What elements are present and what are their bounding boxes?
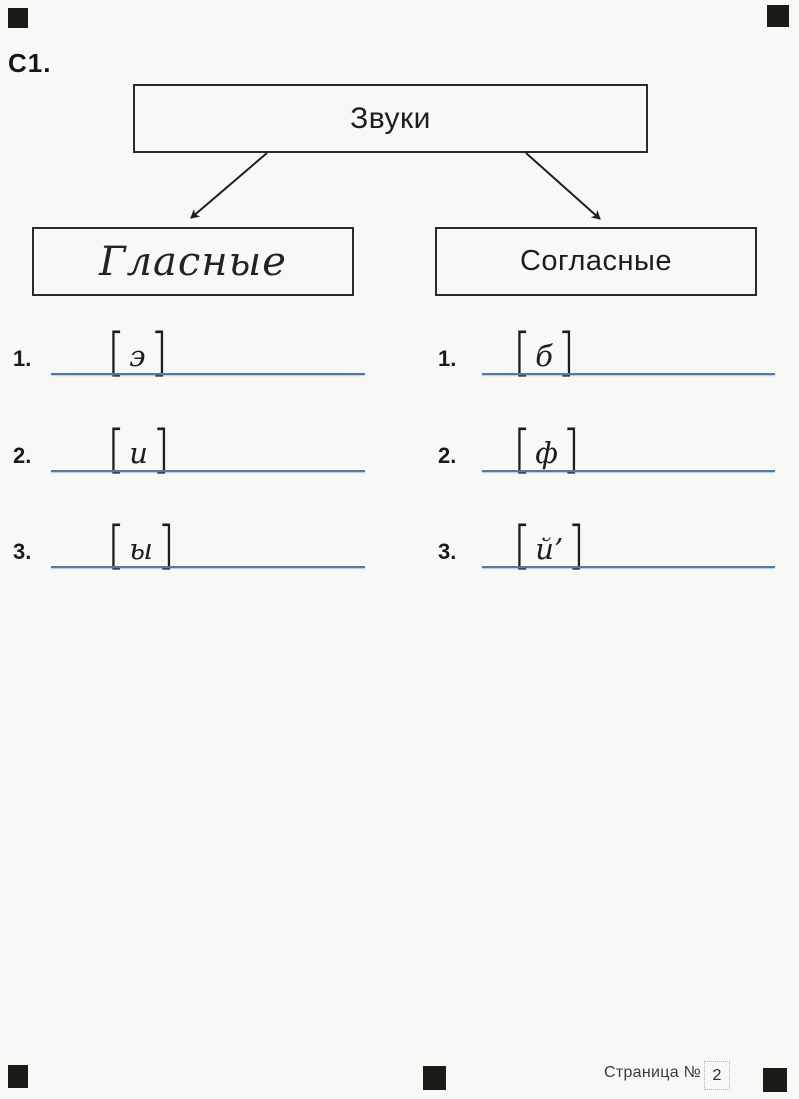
answer-line	[482, 566, 775, 568]
arrow-to-vowels	[190, 152, 268, 219]
registration-mark-top-left	[8, 8, 28, 28]
open-bracket: [	[107, 420, 126, 480]
page-number-label: Страница №	[604, 1064, 702, 1081]
open-bracket: [	[513, 516, 532, 576]
phonetic-transcription: [ ы ]	[106, 520, 176, 572]
arrow-to-consonants	[525, 152, 601, 220]
diagram-consonants-label: Согласные	[519, 245, 673, 277]
page-number-box: 2	[704, 1061, 730, 1090]
phonetic-transcription: [ ф ]	[512, 424, 581, 476]
diagram-vowels-box: Гласные	[32, 227, 354, 296]
open-bracket: [	[107, 323, 126, 383]
consonant-answer-row-3: 3. [ й’ ]	[438, 510, 775, 572]
sound-letter: ы	[129, 532, 153, 566]
row-number: 2.	[13, 443, 32, 468]
sound-letter: и	[129, 436, 148, 470]
vowel-answer-row-2: 2. [ и ]	[13, 414, 365, 476]
registration-mark-top-right	[767, 5, 789, 27]
open-bracket: [	[107, 516, 126, 576]
registration-mark-bottom-left	[8, 1065, 28, 1088]
phonetic-transcription: [ э ]	[106, 327, 169, 379]
answer-line	[51, 373, 365, 375]
task-label: C1.	[8, 48, 52, 78]
open-bracket: [	[513, 323, 532, 383]
row-number: 3.	[13, 539, 32, 564]
open-bracket: [	[513, 420, 532, 480]
close-bracket: ]	[557, 323, 576, 383]
close-bracket: ]	[151, 420, 171, 480]
diagram-root-label: Звуки	[350, 101, 431, 135]
sound-letter: б	[535, 339, 553, 373]
row-number: 1.	[13, 346, 32, 371]
answer-line	[51, 470, 365, 472]
registration-mark-bottom-center	[423, 1066, 446, 1090]
answer-line	[482, 470, 775, 472]
consonant-answer-row-1: 1. [ б ]	[438, 317, 775, 379]
phonetic-transcription: [ б ]	[512, 327, 576, 379]
row-number: 1.	[438, 346, 457, 371]
consonant-answer-row-2: 2. [ ф ]	[438, 414, 775, 476]
diagram-consonants-box: Согласные	[435, 227, 757, 296]
answer-line	[51, 566, 365, 568]
close-bracket: ]	[156, 516, 176, 576]
row-number: 3.	[438, 539, 457, 564]
diagram-root-box: Звуки	[133, 84, 648, 153]
close-bracket: ]	[149, 323, 168, 383]
sound-letter: й’	[535, 532, 564, 566]
registration-mark-bottom-right	[763, 1068, 787, 1092]
page-number-value: 2	[712, 1066, 722, 1084]
row-number: 2.	[438, 443, 457, 468]
sound-letter: ф	[535, 436, 558, 470]
vowel-answer-row-3: 3. [ ы ]	[13, 510, 365, 572]
phonetic-transcription: [ й’ ]	[512, 520, 587, 572]
vowel-answer-row-1: 1. [ э ]	[13, 317, 365, 379]
close-bracket: ]	[562, 420, 581, 480]
close-bracket: ]	[567, 516, 586, 576]
sound-letter: э	[129, 339, 146, 373]
answer-line	[482, 373, 775, 375]
diagram-vowels-label: Гласные	[99, 238, 287, 285]
phonetic-transcription: [ и ]	[106, 424, 171, 476]
